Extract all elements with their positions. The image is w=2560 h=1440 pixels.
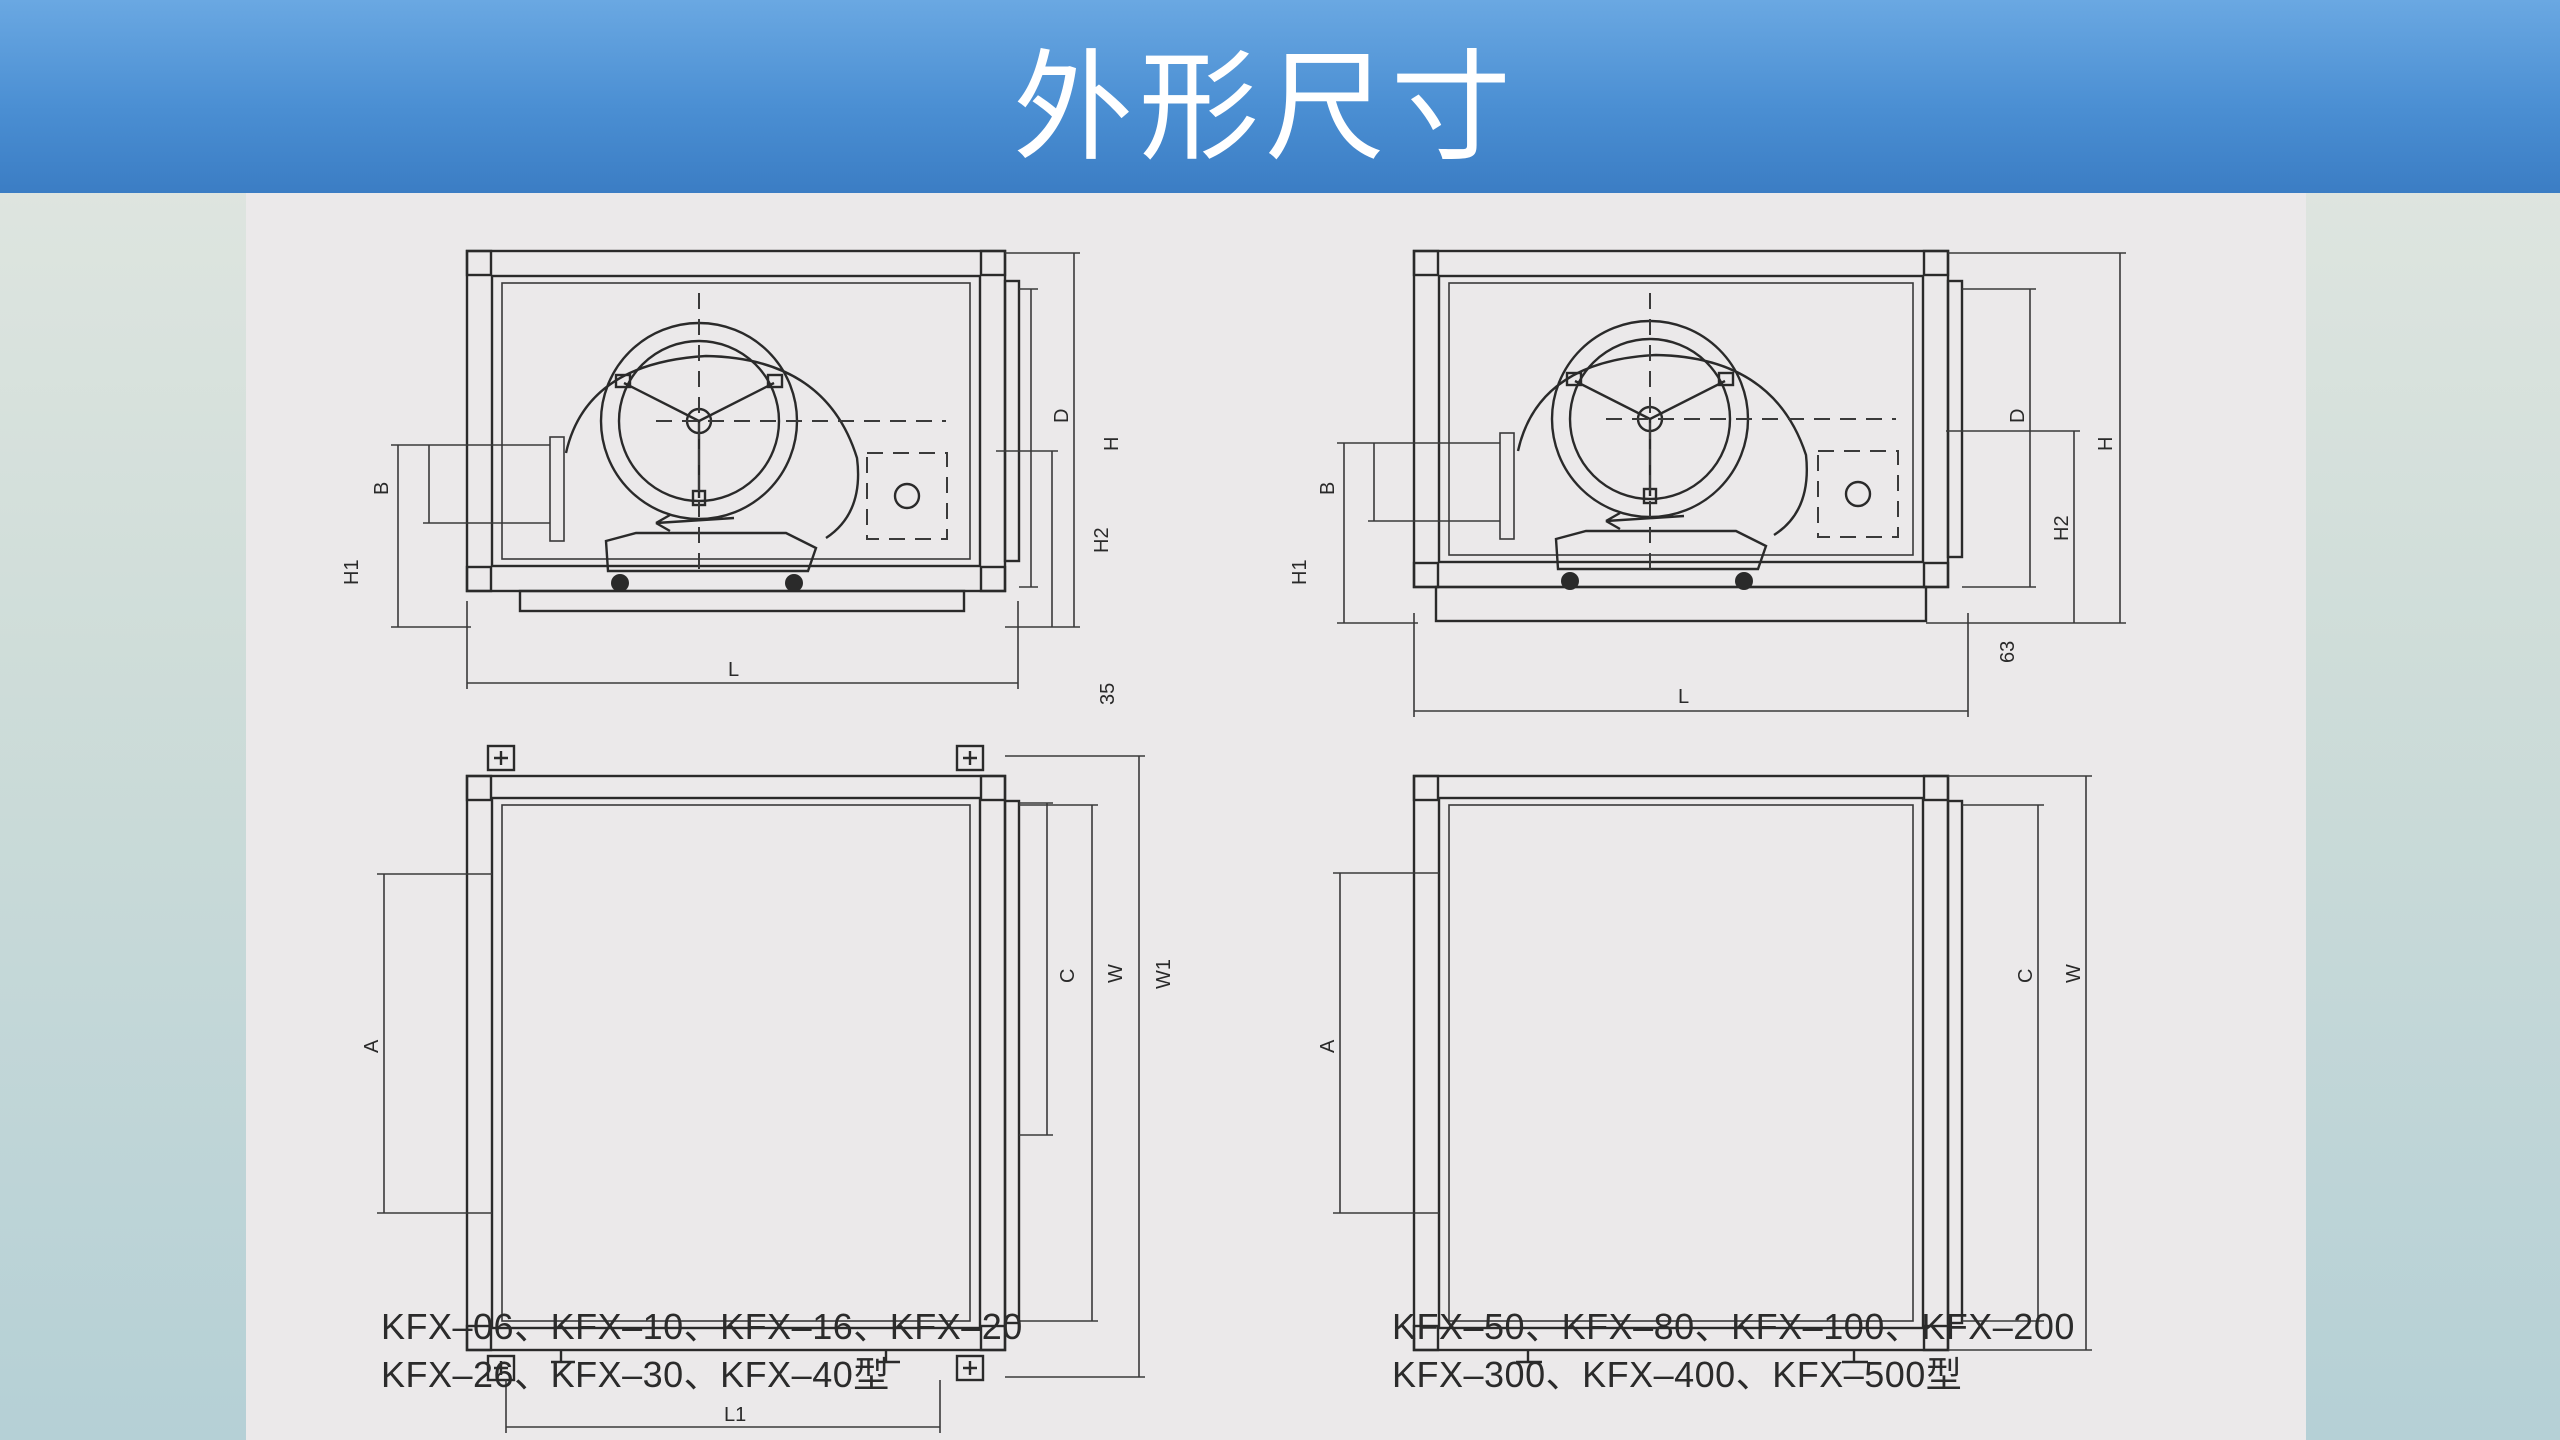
right-dim-label-l: L bbox=[1678, 686, 1689, 708]
left-dim-label-l: L bbox=[728, 659, 739, 681]
title-bar: 外形尺寸 bbox=[0, 0, 2560, 193]
right-caption-line-1: KFX–50、KFX–80、KFX–100、KFX–200 bbox=[1392, 1306, 2075, 1347]
left-front-view bbox=[391, 249, 1080, 689]
right-model-caption: KFX–50、KFX–80、KFX–100、KFX–200 KFX–300、KF… bbox=[1392, 1303, 2075, 1399]
left-top-label-a: A bbox=[361, 1039, 383, 1053]
left-top-label-c: C bbox=[1057, 969, 1079, 983]
left-top-label-w: W bbox=[1105, 964, 1127, 983]
right-top-dimensions bbox=[1333, 775, 2092, 1351]
left-dim-label-d: D bbox=[1051, 409, 1073, 423]
right-top-label-a: A bbox=[1317, 1039, 1339, 1053]
technical-drawings: D H H2 B H1 L 35 D H H2 B H1 L 63 A C W … bbox=[341, 249, 2126, 1433]
left-top-label-l1: L1 bbox=[724, 1404, 746, 1426]
left-dim-label-h: H bbox=[1101, 437, 1123, 451]
right-top-view bbox=[1333, 774, 2092, 1364]
left-caption-line-2: KFX–26、KFX–30、KFX–40型 bbox=[381, 1354, 890, 1395]
right-dim-label-b: B bbox=[1317, 482, 1339, 495]
left-dim-label-b: B bbox=[371, 482, 393, 495]
left-fan-scroll bbox=[564, 321, 860, 592]
left-top-view bbox=[377, 744, 1145, 1433]
right-dim-label-h: H bbox=[2095, 437, 2117, 451]
left-dim-label-base: 35 bbox=[1097, 683, 1119, 705]
right-dim-label-h1: H1 bbox=[1289, 559, 1311, 585]
left-top-dimensions bbox=[377, 755, 1145, 1433]
right-front-view bbox=[1337, 249, 2126, 717]
right-dim-label-d: D bbox=[2007, 409, 2029, 423]
right-top-label-w: W bbox=[2063, 964, 2085, 983]
drawing-sheet: D H H2 B H1 L 35 D H H2 B H1 L 63 A C W … bbox=[246, 193, 2306, 1440]
left-top-label-w1: W1 bbox=[1153, 959, 1175, 989]
right-top-label-c: C bbox=[2015, 969, 2037, 983]
right-dim-label-base: 63 bbox=[1997, 641, 2019, 663]
right-front-dimensions bbox=[1337, 252, 2126, 717]
left-caption-line-1: KFX–06、KFX–10、KFX–16、KFX–20 bbox=[381, 1306, 1023, 1347]
right-caption-line-2: KFX–300、KFX–400、KFX–500型 bbox=[1392, 1354, 1963, 1395]
right-fan-scroll bbox=[1516, 319, 1808, 590]
left-dim-label-h1: H1 bbox=[341, 559, 363, 585]
left-front-dimensions bbox=[391, 252, 1080, 689]
left-dim-label-h2: H2 bbox=[1091, 527, 1113, 553]
left-model-caption: KFX–06、KFX–10、KFX–16、KFX–20 KFX–26、KFX–3… bbox=[381, 1303, 1023, 1399]
right-dim-label-h2: H2 bbox=[2051, 515, 2073, 541]
slide-title: 外形尺寸 bbox=[1013, 38, 1517, 178]
